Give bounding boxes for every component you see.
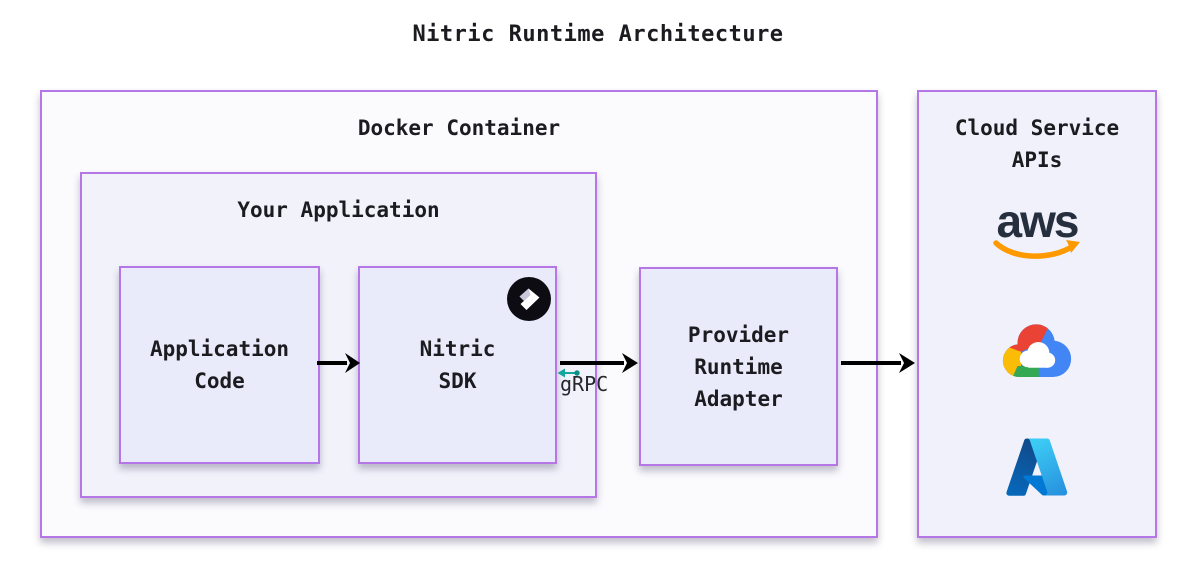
azure-logo-icon [1004,434,1070,500]
application-code-box: Application Code [119,266,320,464]
aws-smile-icon [993,240,1080,259]
provider-runtime-adapter-box: Provider Runtime Adapter [639,267,838,466]
aws-wordmark: aws [996,195,1080,247]
application-code-label: Application Code [149,337,290,393]
nitric-sdk-box: Nitric SDK [358,266,557,464]
arrow-nitric-sdk-to-provider-icon [560,353,638,373]
docker-container-label: Docker Container [357,116,561,140]
arrow-provider-to-cloud-icon [841,353,915,373]
cloud-service-apis-label: Cloud Service APIs [954,116,1120,172]
your-application-label: Your Application [237,198,440,222]
grpc-label: gRPC [560,372,609,396]
nitric-logo-icon [507,277,551,321]
provider-runtime-adapter-label: Provider Runtime Adapter [687,322,790,411]
grpc-pronunciation-icon [557,368,580,378]
aws-logo-icon: aws [992,195,1082,265]
diagram-title: Nitric Runtime Architecture [412,22,784,47]
arrow-app-code-to-nitric-sdk-icon [317,353,360,373]
google-cloud-logo-icon [998,318,1076,382]
nitric-sdk-label: Nitric SDK [419,337,496,393]
cloud-provider-logos: aws [919,92,1155,536]
cloud-service-apis-box: Cloud Service APIs aws [917,90,1157,538]
